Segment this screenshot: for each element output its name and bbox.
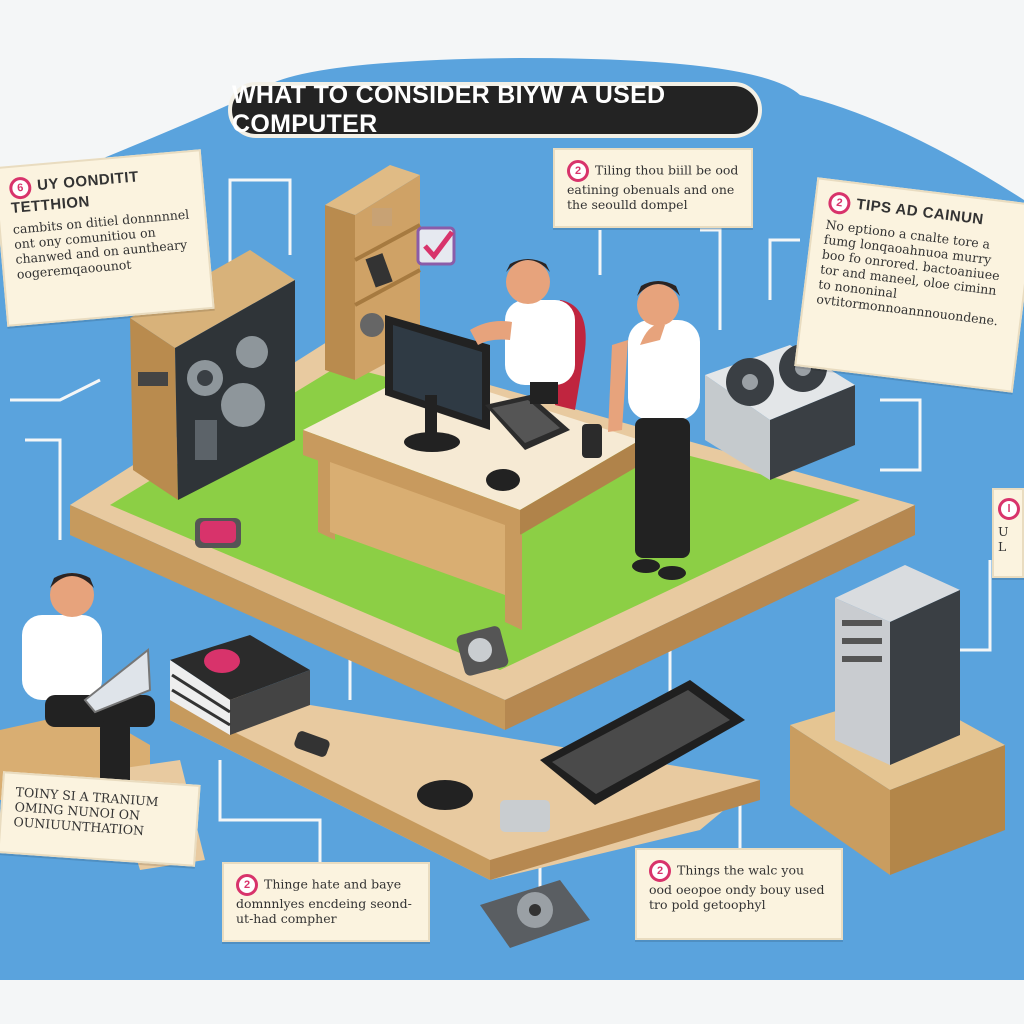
mug-icon: [582, 424, 602, 458]
person-standing: [608, 281, 700, 580]
mouse-icon: [486, 469, 520, 491]
checkmark-icon: [416, 226, 456, 266]
callout-number-badge: 2: [827, 190, 852, 216]
desk-icon: [303, 370, 640, 630]
keyboard-large-icon: [540, 680, 745, 805]
callout-number-badge: 2: [236, 874, 258, 896]
callout-number-badge: 2: [567, 160, 589, 182]
callout-text: U L: [998, 524, 1009, 554]
callout-text: Things the walc you ood oeopoe ondy bouy…: [649, 862, 825, 912]
callout-number-badge: 2: [649, 860, 671, 882]
mouse-large-icon: [417, 780, 473, 810]
computer-case-open-icon: [130, 250, 295, 500]
computer-tower-icon: [790, 565, 1005, 875]
callout-text: No eptiono a cnalte tore a fumg lonqaoah…: [815, 216, 1001, 329]
person-seated: [470, 259, 575, 404]
optical-drive-icon: [480, 880, 590, 948]
keyboard-icon: [485, 395, 570, 450]
callout-text: Tiling thou biill be ood eatining obenua…: [567, 162, 739, 212]
usb-drive-icon: [294, 731, 330, 757]
callout-bottom-left: TOINY SI A TRANIUM OMING NUNOI ON OUNIUU…: [0, 771, 201, 867]
graphics-card-icon: [705, 344, 855, 480]
callout-number-badge: 6: [8, 176, 33, 201]
external-drive-icon: [500, 800, 550, 832]
callout-text: Thinge hate and baye domnnlyes encdeing …: [236, 876, 412, 926]
hard-drive-icon: [456, 626, 509, 676]
laptop-icon: [83, 648, 152, 714]
pink-device-icon: [195, 518, 241, 548]
page-title: WHAT TO CONSIDER BIYW A USED COMPUTER: [228, 81, 762, 138]
callout-right-edge: l U L: [992, 488, 1024, 578]
monitor-icon: [385, 315, 490, 452]
callout-text: TOINY SI A TRANIUM OMING NUNOI ON OUNIUU…: [13, 784, 160, 839]
callout-text: cambits on ditiel donnnnnel ont ony comu…: [12, 206, 190, 282]
callout-number-badge: l: [998, 498, 1020, 520]
book-stack-icon: [170, 635, 310, 735]
